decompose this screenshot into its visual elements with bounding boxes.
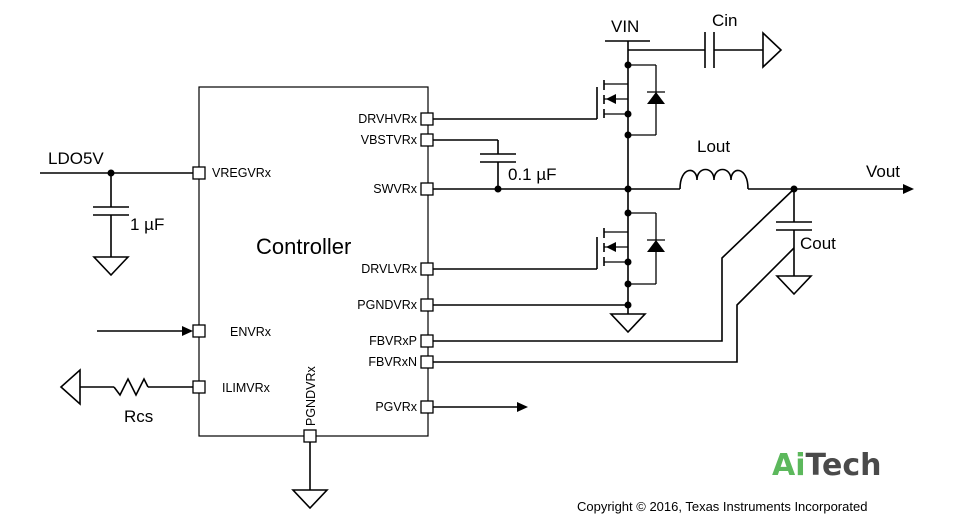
fbvrxp-wire	[433, 188, 795, 342]
label-rcs: Rcs	[124, 407, 153, 426]
label-swvrx: SWVRx	[373, 182, 418, 196]
capacitor-1uf	[93, 206, 129, 216]
pin-fbvrxn	[420, 355, 434, 369]
aitech-logo: AiTech	[772, 448, 881, 483]
arrow-right-icon	[182, 326, 193, 336]
capacitor-cout	[776, 221, 812, 231]
ground-icon	[291, 489, 329, 510]
capacitor-boot	[480, 153, 516, 163]
junction-sw	[624, 185, 632, 193]
low-side-mosfet	[433, 212, 665, 285]
copyright-text: Copyright © 2016, Texas Instruments Inco…	[577, 499, 867, 514]
label-0.1uf: 0.1 µF	[508, 165, 557, 184]
pin-vregvrx	[192, 166, 206, 180]
junction-ls-bottom	[624, 280, 632, 288]
label-pgndvrx-right: PGNDVRx	[357, 298, 417, 312]
label-1uf: 1 µF	[130, 215, 164, 234]
pin-pgvrx	[420, 400, 434, 414]
arrow-right-icon	[903, 184, 914, 194]
label-fbvrxp: FBVRxP	[369, 334, 417, 348]
label-drvhvrx: DRVHVRx	[358, 112, 418, 126]
pin-ilimvrx	[192, 380, 206, 394]
pin-swvrx	[420, 182, 434, 196]
label-ldo5v: LDO5V	[48, 149, 104, 168]
high-side-mosfet	[433, 64, 665, 136]
pin-drvlvrx	[420, 262, 434, 276]
pin-fbvrxp	[420, 334, 434, 348]
capacitor-cin	[704, 32, 715, 68]
label-fbvrxn: FBVRxN	[368, 355, 417, 369]
logo-part-tech: Tech	[806, 448, 882, 483]
ground-icon	[609, 313, 647, 334]
label-pgndvrx-bottom: PGNDVRx	[304, 366, 318, 426]
controller-title: Controller	[256, 234, 351, 259]
ground-icon	[762, 31, 783, 69]
label-pgvrx: PGVRx	[375, 400, 417, 414]
label-envrx: ENVRx	[230, 325, 272, 339]
label-drvlvrx: DRVLVRx	[361, 262, 418, 276]
arrow-right-icon	[517, 402, 528, 412]
inductor-lout	[679, 168, 749, 190]
ground-icon	[775, 275, 813, 296]
junction-hs-source	[624, 110, 632, 118]
junction-hs-top	[624, 61, 632, 69]
pin-pgndvrx-bottom	[303, 429, 317, 443]
label-vbstvrx: VBSTVRx	[361, 133, 418, 147]
resistor-rcs	[113, 377, 149, 397]
pin-drvhvrx	[420, 112, 434, 126]
pin-pgndvrx-right	[420, 298, 434, 312]
logo-part-ai: Ai	[772, 448, 806, 483]
pin-vbstvrx	[420, 133, 434, 147]
fbvrxn-wire	[433, 247, 795, 363]
label-vregvrx: VREGVRx	[212, 166, 272, 180]
pin-envrx	[192, 324, 206, 338]
label-vout: Vout	[866, 162, 900, 181]
junction-ls-top	[624, 209, 632, 217]
label-vin: VIN	[611, 17, 639, 36]
label-cin: Cin	[712, 11, 738, 30]
junction-hs-bottom	[624, 131, 632, 139]
ground-icon	[59, 368, 81, 406]
ground-icon	[92, 256, 130, 277]
junction-boot	[494, 185, 502, 193]
junction-ls-source	[624, 258, 632, 266]
label-cout: Cout	[800, 234, 836, 253]
label-ilimvrx: ILIMVRx	[222, 381, 271, 395]
label-lout: Lout	[697, 137, 730, 156]
